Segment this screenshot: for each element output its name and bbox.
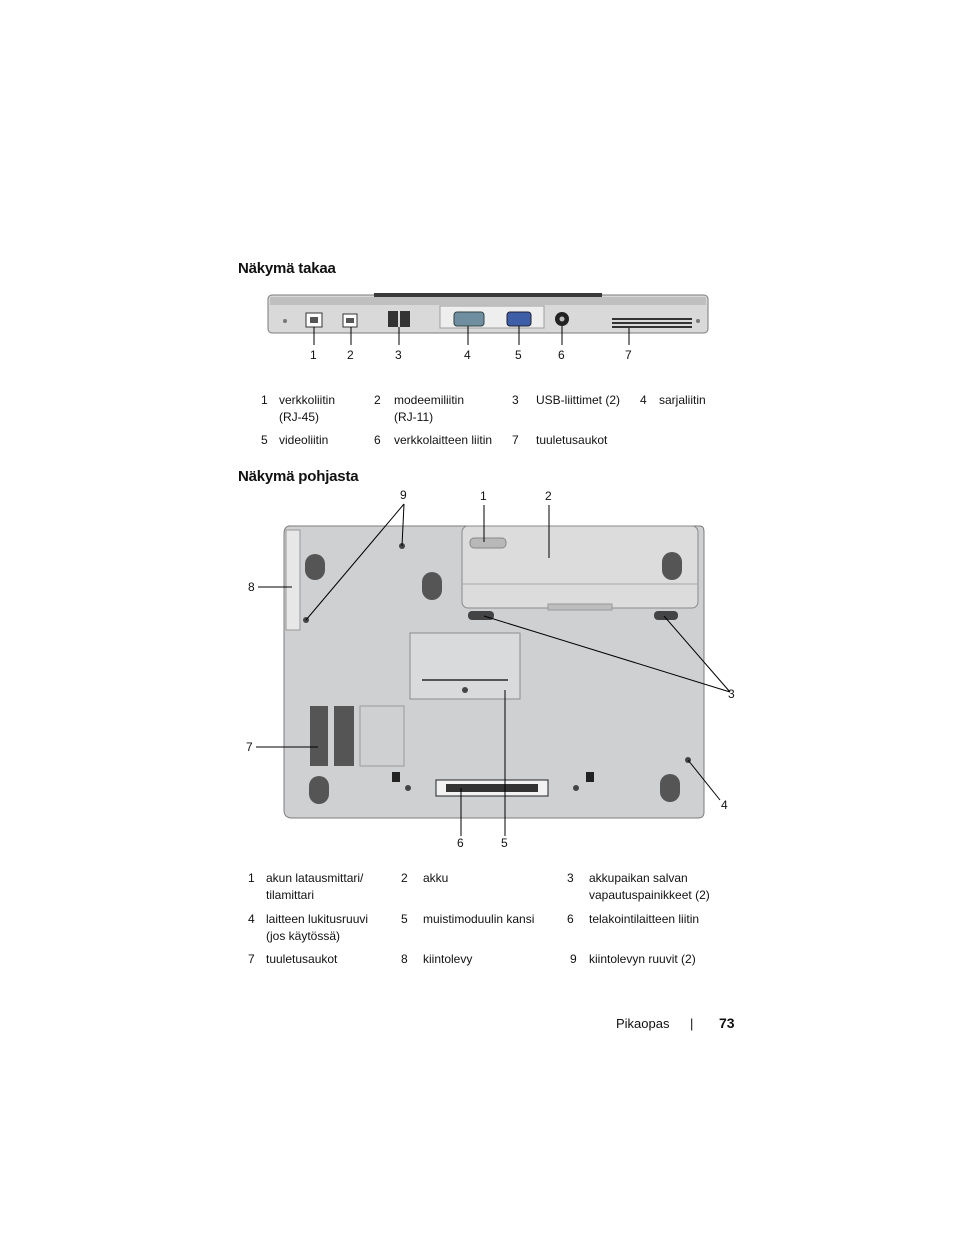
- bottom-callout-4: 4: [721, 798, 728, 812]
- rear-legend-num: 7: [512, 433, 519, 447]
- rear-callout-4: 4: [464, 348, 471, 362]
- bottom-legend-text: akku: [423, 871, 449, 885]
- bottom-legend-num: 9: [570, 952, 577, 966]
- bottom-legend-text: kiintolevyn ruuvit (2): [589, 952, 696, 966]
- bottom-legend-text: tuuletusaukot: [266, 952, 338, 966]
- bottom-legend-text: laitteen lukitusruuvi (jos käytössä): [266, 912, 369, 943]
- bottom-legend-num: 2: [401, 871, 408, 885]
- rear-legend-text: verkkolaitteen liitin: [394, 433, 493, 447]
- bottom-legend-num: 5: [401, 912, 408, 926]
- rear-callout-6: 6: [558, 348, 565, 362]
- rear-legend-num: 5: [261, 433, 268, 447]
- rear-legend-num: 1: [261, 393, 268, 407]
- bottom-legend-num: 6: [567, 912, 574, 926]
- rear-callout-7: 7: [625, 348, 632, 362]
- footer-label: Pikaopas: [616, 1016, 670, 1031]
- bottom-legend-num: 3: [567, 871, 574, 885]
- bottom-legend-num: 8: [401, 952, 408, 966]
- rear-legend-text: tuuletusaukot: [536, 433, 608, 447]
- rear-legend-num: 4: [640, 393, 647, 407]
- footer-separator: |: [690, 1016, 694, 1031]
- bottom-legend-num: 4: [248, 912, 255, 926]
- rear-callout-3: 3: [395, 348, 402, 362]
- rear-legend-num: 2: [374, 393, 381, 407]
- bottom-legend-text: akun latausmittari/ tilamittari: [266, 871, 364, 902]
- rear-legend-text: videoliitin: [279, 433, 329, 447]
- bottom-legend-num: 1: [248, 871, 255, 885]
- bottom-callout-5: 5: [501, 836, 508, 850]
- bottom-callout-8: 8: [248, 580, 255, 594]
- rear-legend-text: verkkoliitin (RJ-45): [279, 393, 336, 424]
- rear-callout-5: 5: [515, 348, 522, 362]
- rear-legend-text: modeemiliitin (RJ-11): [394, 393, 465, 424]
- rear-legend-text: USB-liittimet (2): [536, 393, 621, 407]
- rear-callout-2: 2: [347, 348, 354, 362]
- bottom-callout-3: 3: [728, 687, 735, 701]
- rear-callout-1: 1: [310, 348, 317, 362]
- bottom-callout-9: 9: [400, 488, 407, 502]
- rear-legend-num: 6: [374, 433, 381, 447]
- bottom-callout-7: 7: [246, 740, 253, 754]
- bottom-callout-6: 6: [457, 836, 464, 850]
- bottom-legend-text: kiintolevy: [423, 952, 473, 966]
- section-title-bottom: Näkymä pohjasta: [238, 468, 359, 485]
- bottom-callout-1: 1: [480, 489, 487, 503]
- bottom-legend-num: 7: [248, 952, 255, 966]
- section-title-rear: Näkymä takaa: [238, 260, 336, 277]
- rear-legend-text: sarjaliitin: [659, 393, 706, 407]
- page-number: 73: [719, 1015, 735, 1031]
- bottom-callout-2: 2: [545, 489, 552, 503]
- bottom-legend-text: telakointilaitteen liitin: [589, 912, 700, 926]
- bottom-legend-text: muistimoduulin kansi: [423, 912, 535, 926]
- rear-legend-num: 3: [512, 393, 519, 407]
- bottom-legend-text: akkupaikan salvan vapautuspainikkeet (2): [589, 871, 710, 902]
